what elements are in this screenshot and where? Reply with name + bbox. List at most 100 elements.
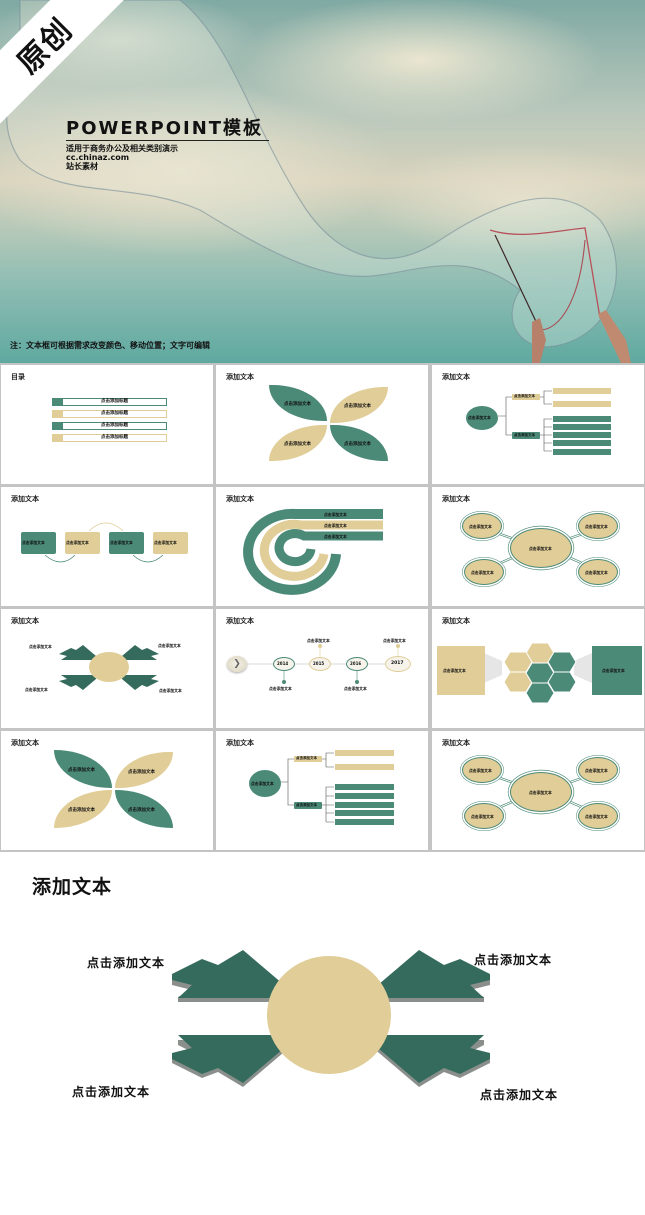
toc-item-label: 点击添加标题 [101, 399, 128, 404]
slide-title: 添加文本 [226, 739, 254, 747]
tree-root-label: 点击添加文本 [251, 781, 274, 786]
toc-item[interactable]: 点击添加标题 [52, 434, 167, 442]
toc-list: 点击添加标题 点击添加标题 点击添加标题 点击添加标题 [52, 398, 167, 442]
band-label: 点击添加文本 [324, 512, 347, 517]
tree-connectors [281, 752, 334, 823]
hub-node-label: 点击添加文本 [585, 768, 608, 773]
timeline-year: 2014 [277, 661, 289, 666]
timeline-start-button[interactable]: ❯ [227, 656, 247, 672]
hexagon-cluster [484, 642, 592, 704]
tree-leaf-bar [553, 388, 611, 394]
toc-item-label: 点击添加标题 [101, 423, 128, 428]
tree-leaf-bar [553, 432, 611, 438]
toc-item[interactable]: 点击添加标题 [52, 422, 167, 430]
arrow-label-bottom-right: 点击添加文本 [480, 1088, 559, 1102]
converging-arrows-diagram [172, 950, 490, 1087]
tree-branch-label: 点击添加文本 [514, 394, 535, 398]
petal-label: 点击添加文本 [344, 404, 371, 409]
tree-leaf-bar [553, 440, 611, 446]
timeline-label: 点击添加文本 [269, 686, 292, 691]
petal-label: 点击添加文本 [68, 768, 95, 773]
slide-thumbnail-petals-2[interactable]: 添加文本 点击添加文本 点击添加文本 点击添加文本 点击添加文本 [1, 731, 213, 850]
soap-bubble-illustration [6, 0, 631, 363]
hub-node-label: 点击添加文本 [469, 768, 492, 773]
slide-thumbnail-process[interactable]: 添加文本 点击添加文本 点击添加文本 点击添加文本 点击添加文本 [1, 487, 213, 606]
arrow-label-top-left: 点击添加文本 [87, 956, 166, 970]
hub-node-label: 点击添加文本 [471, 814, 494, 819]
tree-root-node [249, 770, 281, 797]
slide-thumbnail-hub[interactable]: 添加文本 点击添加文本 点击添加文本 点击添加文本 点击添加文本 点击添加文本 [432, 487, 644, 606]
spiral-bands [243, 508, 383, 595]
tree-leaf-bar [553, 401, 611, 407]
timeline-year: 2016 [350, 661, 362, 666]
arrow-label: 点击添加文本 [29, 644, 52, 649]
timeline-label: 点击添加文本 [344, 686, 367, 691]
hub-outer-node [464, 559, 504, 585]
petal-label: 点击添加文本 [68, 808, 95, 813]
slide-thumbnail-toc[interactable]: 目录 点击添加标题 点击添加标题 点击添加标题 点击添加标题 [1, 365, 213, 484]
tree-branch-node [512, 432, 540, 439]
timeline-node [346, 657, 368, 671]
hex-right-box [592, 646, 642, 695]
tree-leaf-bar [335, 810, 394, 816]
process-box [65, 532, 100, 554]
toc-marker [53, 399, 63, 405]
slide-title: 添加文本 [11, 495, 39, 503]
tree-branch-label: 点击添加文本 [296, 756, 317, 760]
slide-title: 添加文本 [226, 495, 254, 503]
tree-branch-node [512, 394, 540, 400]
process-box-label: 点击添加文本 [110, 540, 133, 545]
converging-arrows [59, 645, 159, 690]
petal-label: 点击添加文本 [284, 442, 311, 447]
tree-branch-node [294, 802, 322, 809]
hub-outer-node [462, 513, 502, 539]
process-box-label: 点击添加文本 [22, 540, 45, 545]
tree-root-label: 点击添加文本 [468, 415, 491, 420]
band-label: 点击添加文本 [324, 534, 347, 539]
hub-outer-node [578, 803, 618, 829]
tree-leaf-bar [553, 416, 611, 422]
hero-cover-slide: 原创 POWERPOINT模板 适用于商务办公及相关类别演示 cc.chinaz… [0, 0, 645, 363]
hub-center-node [510, 772, 572, 812]
timeline-label: 点击添加文本 [307, 638, 330, 643]
timeline-node [385, 656, 411, 672]
process-box [109, 532, 144, 554]
hub-outer-node [578, 757, 618, 783]
arrow-label: 点击添加文本 [159, 688, 182, 693]
slide-title: 添加文本 [226, 373, 254, 381]
tree-branch-node [294, 756, 322, 762]
toc-item[interactable]: 点击添加标题 [52, 410, 167, 418]
tree-leaf-bar [335, 819, 394, 825]
slide-thumbnail-timeline[interactable]: 添加文本 ❯ 2014 2015 2016 2017 点击添加文本 点击添加文本… [216, 609, 428, 728]
tree-leaf-bar [335, 793, 394, 799]
hub-outer-node [578, 559, 618, 585]
slide-thumbnail-tree-2[interactable]: 添加文本 点击添加文本 点击添加文本 点击添加文本 [216, 731, 428, 850]
hub-center-label: 点击添加文本 [529, 546, 552, 551]
slide-title: 添加文本 [11, 739, 39, 747]
cover-website: cc.chinaz.com [66, 153, 130, 162]
process-box-label: 点击添加文本 [154, 540, 177, 545]
timeline-node [309, 657, 331, 671]
slide-thumbnail-petals[interactable]: 添加文本 点击添加文本 点击添加文本 点击添加文本 点击添加文本 [216, 365, 428, 484]
toc-marker [53, 411, 63, 417]
toc-item[interactable]: 点击添加标题 [52, 398, 167, 406]
slide-thumbnail-hexagons[interactable]: 添加文本 点击添加文本 点击添加文本 [432, 609, 644, 728]
petal-label: 点击添加文本 [128, 808, 155, 813]
process-box-label: 点击添加文本 [66, 540, 89, 545]
tree-leaf-bar [335, 750, 394, 756]
cover-title: POWERPOINT模板 [66, 118, 270, 141]
toc-marker [53, 435, 63, 441]
slide-thumbnail-spiral[interactable]: 添加文本 点击添加文本 点击添加文本 点击添加文本 [216, 487, 428, 606]
timeline-label: 点击添加文本 [383, 638, 406, 643]
featured-slide-arrows: 添加文本 点击添加文本 点击添加文本 点击添加文本 点击添加文本 [0, 852, 645, 1215]
timeline-year: 2015 [313, 661, 325, 666]
tree-leaf-bar [553, 449, 611, 455]
slide-title: 添加文本 [442, 739, 470, 747]
slide-title: 添加文本 [442, 617, 470, 625]
slide-thumbnail-arrows[interactable]: 添加文本 点击添加文本 点击添加文本 点击添加文本 点击添加文本 [1, 609, 213, 728]
hub-outer-node [462, 757, 502, 783]
slide-thumbnail-tree[interactable]: 添加文本 点击添加文本 点击添加文本 点击添加文本 [432, 365, 644, 484]
slide-thumbnail-hub-2[interactable]: 添加文本 点击添加文本 点击添加文本 点击添加文本 点击添加文本 点击添加文本 [432, 731, 644, 850]
hub-center-label: 点击添加文本 [529, 790, 552, 795]
hub-center-node [510, 528, 572, 568]
